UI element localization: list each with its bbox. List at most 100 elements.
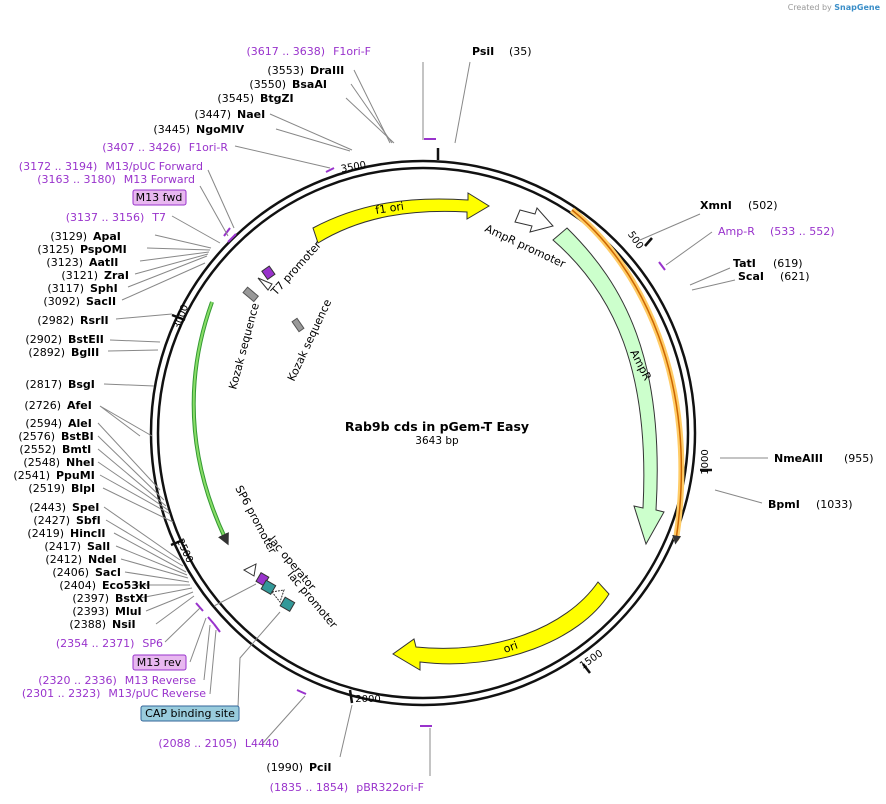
enzyme-rsrii[interactable]: (2982)RsrII xyxy=(37,314,108,327)
enzyme-hincii[interactable]: (2419)HincII xyxy=(27,527,105,540)
f1-ori-feature[interactable] xyxy=(312,192,490,244)
enzyme-name: DraIII xyxy=(310,64,344,77)
tick-label-1500: 1500 xyxy=(578,648,605,672)
primer-name: F1ori-F xyxy=(333,45,371,58)
enzyme-scai[interactable]: ScaI(621) xyxy=(738,270,810,283)
enzyme-ndei[interactable]: (2412)NdeI xyxy=(45,553,116,566)
enzyme-alei[interactable]: (2594)AleI xyxy=(25,417,91,430)
enzyme-position: (2541) xyxy=(13,469,50,482)
primer-name: SP6 xyxy=(142,637,163,650)
m13-rev-box[interactable]: M13 rev xyxy=(132,654,187,671)
enzyme-blpi[interactable]: (2519)BlpI xyxy=(28,482,95,495)
insert-arc xyxy=(191,301,228,541)
enzyme-zrai[interactable]: (3121)ZraI xyxy=(61,269,129,282)
primer-marks xyxy=(195,138,666,727)
enzyme-name: HincII xyxy=(70,527,106,540)
enzyme-bsgi[interactable]: (2817) BsgI xyxy=(25,378,94,391)
enzyme-position: (3092) xyxy=(43,295,80,308)
enzyme-saci[interactable]: (2406)SacI xyxy=(52,566,121,579)
enzyme-pspomi[interactable]: (3125)PspOMI xyxy=(37,243,126,256)
enzyme-ppumi[interactable]: (2541)PpuMI xyxy=(13,469,94,482)
enzyme-sphi[interactable]: (3117)SphI xyxy=(47,282,117,295)
enzyme-btgzi[interactable]: (3545)BtgZI xyxy=(217,92,293,105)
primer-range: (2354 .. 2371) xyxy=(56,637,135,650)
enzyme-position: (3550) xyxy=(249,78,286,91)
enzyme-bmti[interactable]: (2552)BmtI xyxy=(19,443,91,456)
tick-label-1000: 1000 xyxy=(700,449,711,474)
enzyme-nmeaiii[interactable]: NmeAIII(955) xyxy=(774,452,874,465)
primer-name: M13 Reverse xyxy=(125,674,196,687)
enzyme-spei[interactable]: (2443)SpeI xyxy=(29,501,99,514)
enzyme-sali[interactable]: (2417)SalI xyxy=(44,540,110,553)
enzyme-pcii[interactable]: (1990)PciI xyxy=(266,761,331,774)
ampr-feature[interactable] xyxy=(552,227,665,546)
enzyme-nsii[interactable]: (2388)NsiI xyxy=(69,618,135,631)
leader-lines-left xyxy=(97,69,395,745)
enzyme-name: SalI xyxy=(87,540,110,553)
enzyme-sbfi[interactable]: (2427) SbfI xyxy=(33,514,100,527)
enzyme-mlui[interactable]: (2393)MluI xyxy=(72,605,141,618)
enzyme-sacii[interactable]: (3092)SacII xyxy=(43,295,116,308)
primer-f1ori-f[interactable]: F1ori-F (3617 .. 3638) xyxy=(247,45,372,58)
primer-t7[interactable]: T7(3137 .. 3156) xyxy=(66,211,166,224)
primer-sp6[interactable]: SP6 (2354 .. 2371) xyxy=(56,637,163,650)
enzyme-position: (35) xyxy=(509,45,532,58)
enzyme-position: (2427) xyxy=(33,514,70,527)
m13-rev-text: M13 rev xyxy=(137,656,182,669)
enzyme-position: (2404) xyxy=(59,579,96,592)
enzyme-afei[interactable]: (2726)AfeI xyxy=(24,399,91,412)
primer-name: M13/pUC Reverse xyxy=(108,687,206,700)
m13-fwd-box[interactable]: M13 fwd xyxy=(132,189,187,206)
enzyme-name: SpeI xyxy=(72,501,99,514)
ori-feature[interactable] xyxy=(392,581,610,671)
m13-fwd-text: M13 fwd xyxy=(136,191,183,204)
primer-m13-puc-forward[interactable]: M13/pUC Forward(3172 .. 3194) xyxy=(19,160,203,173)
enzyme-bsaai[interactable]: (3550)BsaAI xyxy=(249,78,327,91)
primer-range: (3617 .. 3638) xyxy=(247,45,326,58)
enzyme-xmni[interactable]: XmnI(502) xyxy=(700,199,778,212)
tick-label-3000: 3000 xyxy=(172,303,191,331)
primer-l4440[interactable]: L4440(2088 .. 2105) xyxy=(158,737,279,750)
enzyme-tati[interactable]: TatI(619) xyxy=(733,257,803,270)
enzyme-name: NdeI xyxy=(88,553,117,566)
enzyme-name: BsgI xyxy=(68,378,95,391)
enzyme-nhei[interactable]: (2548)NheI xyxy=(23,456,94,469)
ampr-promoter-feature[interactable] xyxy=(514,207,554,233)
primer-name: M13 Forward xyxy=(124,173,195,186)
enzyme-position: (1033) xyxy=(816,498,853,511)
cap-binding-box[interactable]: CAP binding site xyxy=(140,705,240,722)
enzyme-name: ApaI xyxy=(93,230,121,243)
plasmid-size: 3643 bp xyxy=(415,435,459,447)
enzyme-position: (2594) xyxy=(25,417,62,430)
enzyme-bstbi[interactable]: (2576)BstBI xyxy=(18,430,93,443)
enzyme-bstxi[interactable]: (2397)BstXI xyxy=(72,592,147,605)
enzyme-aatii[interactable]: (3123)AatII xyxy=(46,256,118,269)
primer-m13-puc-reverse[interactable]: M13/pUC Reverse(2301 .. 2323) xyxy=(22,687,206,700)
primer-name: M13/pUC Forward xyxy=(105,160,203,173)
enzyme-ngomiv[interactable]: (3445)NgoMIV xyxy=(153,123,244,136)
enzyme-bsteii[interactable]: (2902)BstEII xyxy=(25,333,103,346)
primer-m13-reverse[interactable]: M13 Reverse(2320 .. 2336) xyxy=(38,674,196,687)
enzyme-bpmi[interactable]: BpmI(1033) xyxy=(768,498,853,511)
plasmid-name: Rab9b cds in pGem-T Easy xyxy=(345,419,529,434)
enzyme-apai[interactable]: (3129)ApaI xyxy=(50,230,120,243)
primer-range: (2088 .. 2105) xyxy=(158,737,237,750)
enzyme-name: SbfI xyxy=(76,514,101,527)
enzyme-draiii[interactable]: (3553)DraIII xyxy=(267,64,344,77)
enzyme-psii[interactable]: PsiI (35) xyxy=(472,45,532,58)
enzyme-position: (2388) xyxy=(69,618,106,631)
enzyme-bglii[interactable]: (2892)BglII xyxy=(28,346,99,359)
primer-f1ori-r[interactable]: F1ori-R(3407 .. 3426) xyxy=(102,141,228,154)
primer-pbr322ori-f[interactable]: pBR322ori-F(1835 .. 1854) xyxy=(270,781,424,794)
primer-m13-forward[interactable]: M13 Forward(3163 .. 3180) xyxy=(37,173,195,186)
kozak1-mark xyxy=(242,286,259,303)
enzyme-position: (2817) xyxy=(25,378,62,391)
kozak1-label: Kozak sequence xyxy=(226,301,262,390)
enzyme-naei[interactable]: (3447)NaeI xyxy=(194,108,265,121)
enzyme-name: TatI xyxy=(733,257,756,270)
primer-amp-r[interactable]: Amp-R(533 .. 552) xyxy=(718,225,835,238)
enzyme-position: (955) xyxy=(844,452,874,465)
enzyme-name: PsiI xyxy=(472,45,494,58)
enzyme-position: (2552) xyxy=(19,443,56,456)
enzyme-eco53ki[interactable]: (2404)Eco53kI xyxy=(59,579,150,592)
